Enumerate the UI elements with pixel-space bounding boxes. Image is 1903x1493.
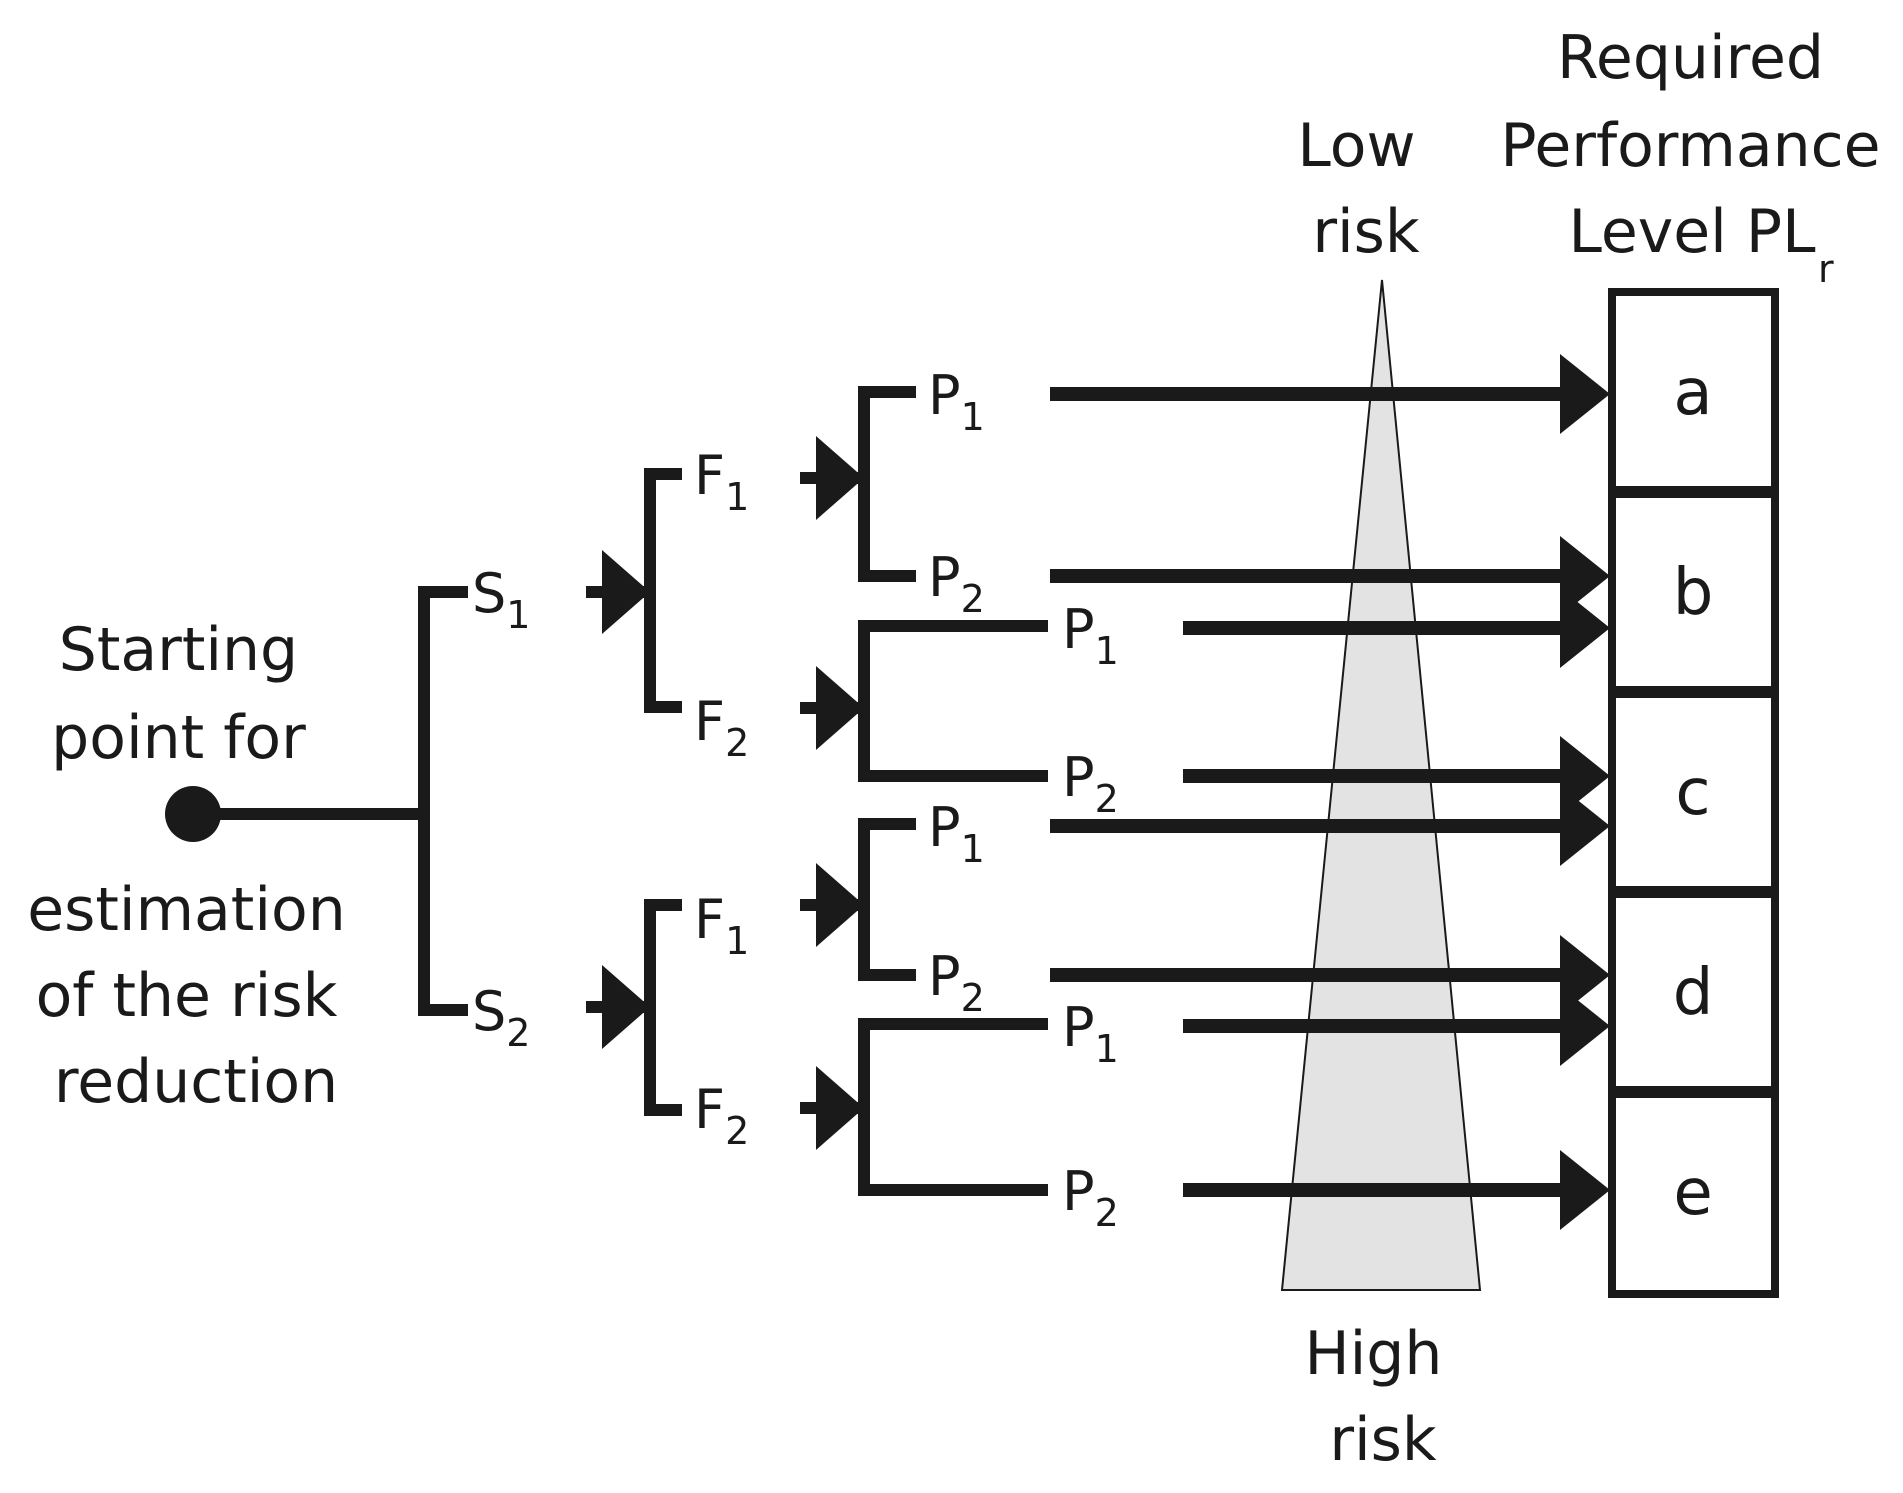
level-letter-d: d [1673,956,1714,1030]
starting-point-label: Starting point for estimation of the ris… [27,615,365,1117]
level-letter-e: e [1673,1156,1712,1230]
node-p1-b: P1 [1062,598,1119,673]
s1-to-f-connector [586,468,682,713]
performance-level-boxes [1608,288,1779,1298]
high-risk-label: High risk [1305,1319,1462,1475]
low-risk-label: Low risk [1297,111,1434,267]
arrow-p2c-to-d [1050,935,1610,1015]
node-p1-d: P1 [1062,996,1119,1071]
required-pl-label: Required Performance Level PL [1500,23,1899,267]
node-s1: S1 [472,562,530,637]
f1b-to-p-connector [800,818,916,981]
node-p2-c: P2 [928,945,985,1020]
risk-gradient-triangle [1280,279,1482,1291]
arrow-p2d-to-e [1183,1150,1610,1230]
node-p1-a: P1 [928,364,985,439]
required-pl-subscript: r [1818,247,1834,291]
node-p2-a: P2 [928,546,985,621]
arrow-p2a-to-b [1050,536,1610,616]
node-p2-d: P2 [1062,1160,1119,1235]
node-p2-b: P2 [1062,746,1119,821]
node-s2: S2 [472,980,530,1055]
s-fork [418,586,468,1016]
arrow-p1d-to-d [1183,986,1610,1066]
level-box-e [1608,1090,1779,1298]
f2a-to-p-connector [800,620,1048,782]
arrow-p1a-to-a [1050,354,1610,434]
arrow-p1b-to-b [1183,588,1610,668]
arrow-p1c-to-c [1050,786,1610,866]
node-f2-lower: F2 [694,1078,749,1153]
level-letter-a: a [1673,356,1712,430]
node-f1-upper: F1 [694,444,749,519]
node-f1-lower: F1 [694,888,749,963]
f2b-to-p-connector [800,1018,1048,1196]
f1a-to-p-connector [800,386,916,582]
level-letter-c: c [1675,756,1710,830]
level-letter-b: b [1673,556,1714,630]
s2-to-f-connector [586,899,682,1116]
level-box-b [1608,490,1779,694]
level-box-a [1608,288,1779,494]
node-p1-c: P1 [928,796,985,871]
node-f2-upper: F2 [694,690,749,765]
